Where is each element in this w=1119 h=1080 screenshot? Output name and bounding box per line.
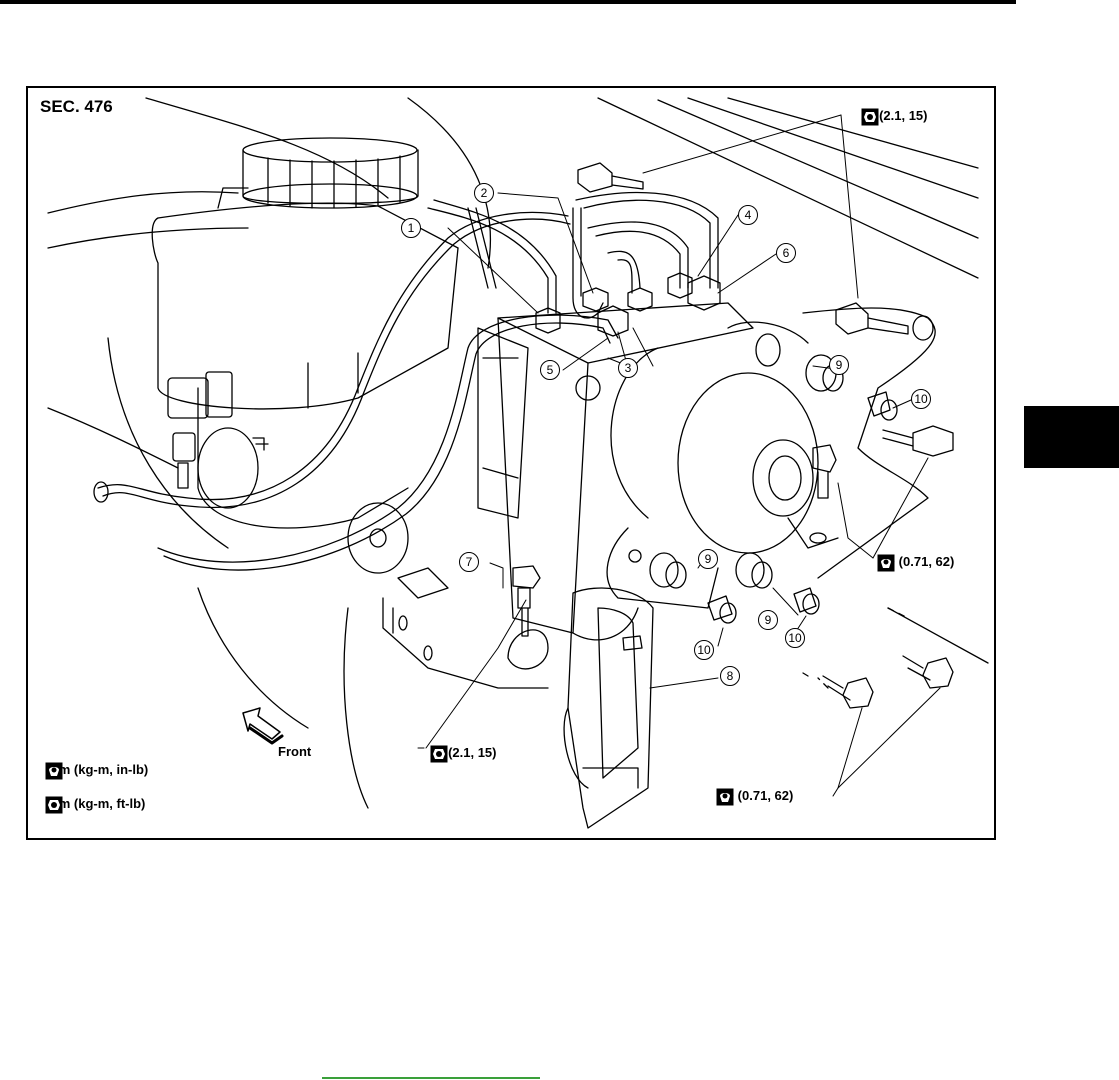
torque-wrench-filled-icon	[716, 788, 734, 806]
callout-3: 3	[618, 358, 638, 378]
torque-label: 7.0 (0.71, 62)	[877, 554, 955, 572]
callout-8: 8	[720, 666, 740, 686]
section-tab[interactable]	[1024, 406, 1119, 468]
callout-10: 10	[694, 640, 714, 660]
diagram-drawing	[47, 97, 989, 829]
callout-6: 6	[776, 243, 796, 263]
callout-10: 10	[911, 389, 931, 409]
callout-10: 10	[785, 628, 805, 648]
legend-text: N·m (kg-m, ft-lb)	[45, 796, 146, 811]
torque-wrench-filled-icon	[877, 554, 895, 572]
footer-link[interactable]	[322, 1077, 540, 1079]
callout-1: 1	[401, 218, 421, 238]
torque-value: 7.0 (0.71, 62)	[877, 554, 955, 569]
callout-4: 4	[738, 205, 758, 225]
torque-label: 21 (2.1, 15)	[861, 108, 928, 126]
torque-label: 7.0 (0.71, 62)	[716, 788, 794, 806]
callout-5: 5	[540, 360, 560, 380]
callout-9: 9	[829, 355, 849, 375]
torque-wrench-outline-icon	[430, 745, 448, 763]
torque-wrench-filled-icon	[45, 762, 63, 780]
torque-wrench-outline-icon	[861, 108, 879, 126]
front-label: Front	[278, 744, 312, 759]
legend-text: N·m (kg-m, in-lb)	[45, 762, 149, 777]
torque-value: 7.0 (0.71, 62)	[716, 788, 794, 803]
callout-7: 7	[459, 552, 479, 572]
legend-ft-lb: N·m (kg-m, ft-lb)	[45, 796, 146, 814]
torque-label: 21 (2.1, 15)	[430, 745, 497, 763]
callout-9: 9	[698, 549, 718, 569]
header-rule	[0, 0, 1016, 4]
legend-in-lb: N·m (kg-m, in-lb)	[45, 762, 149, 780]
front-arrow-icon	[242, 707, 284, 745]
torque-wrench-outline-icon	[45, 796, 63, 814]
abs-actuator-diagram: SEC. 476 1 2 3 4 5 6 7 8 9 9 9 10 10 10 …	[26, 86, 996, 840]
section-label: SEC. 476	[40, 97, 113, 116]
callout-9: 9	[758, 610, 778, 630]
callout-2: 2	[474, 183, 494, 203]
